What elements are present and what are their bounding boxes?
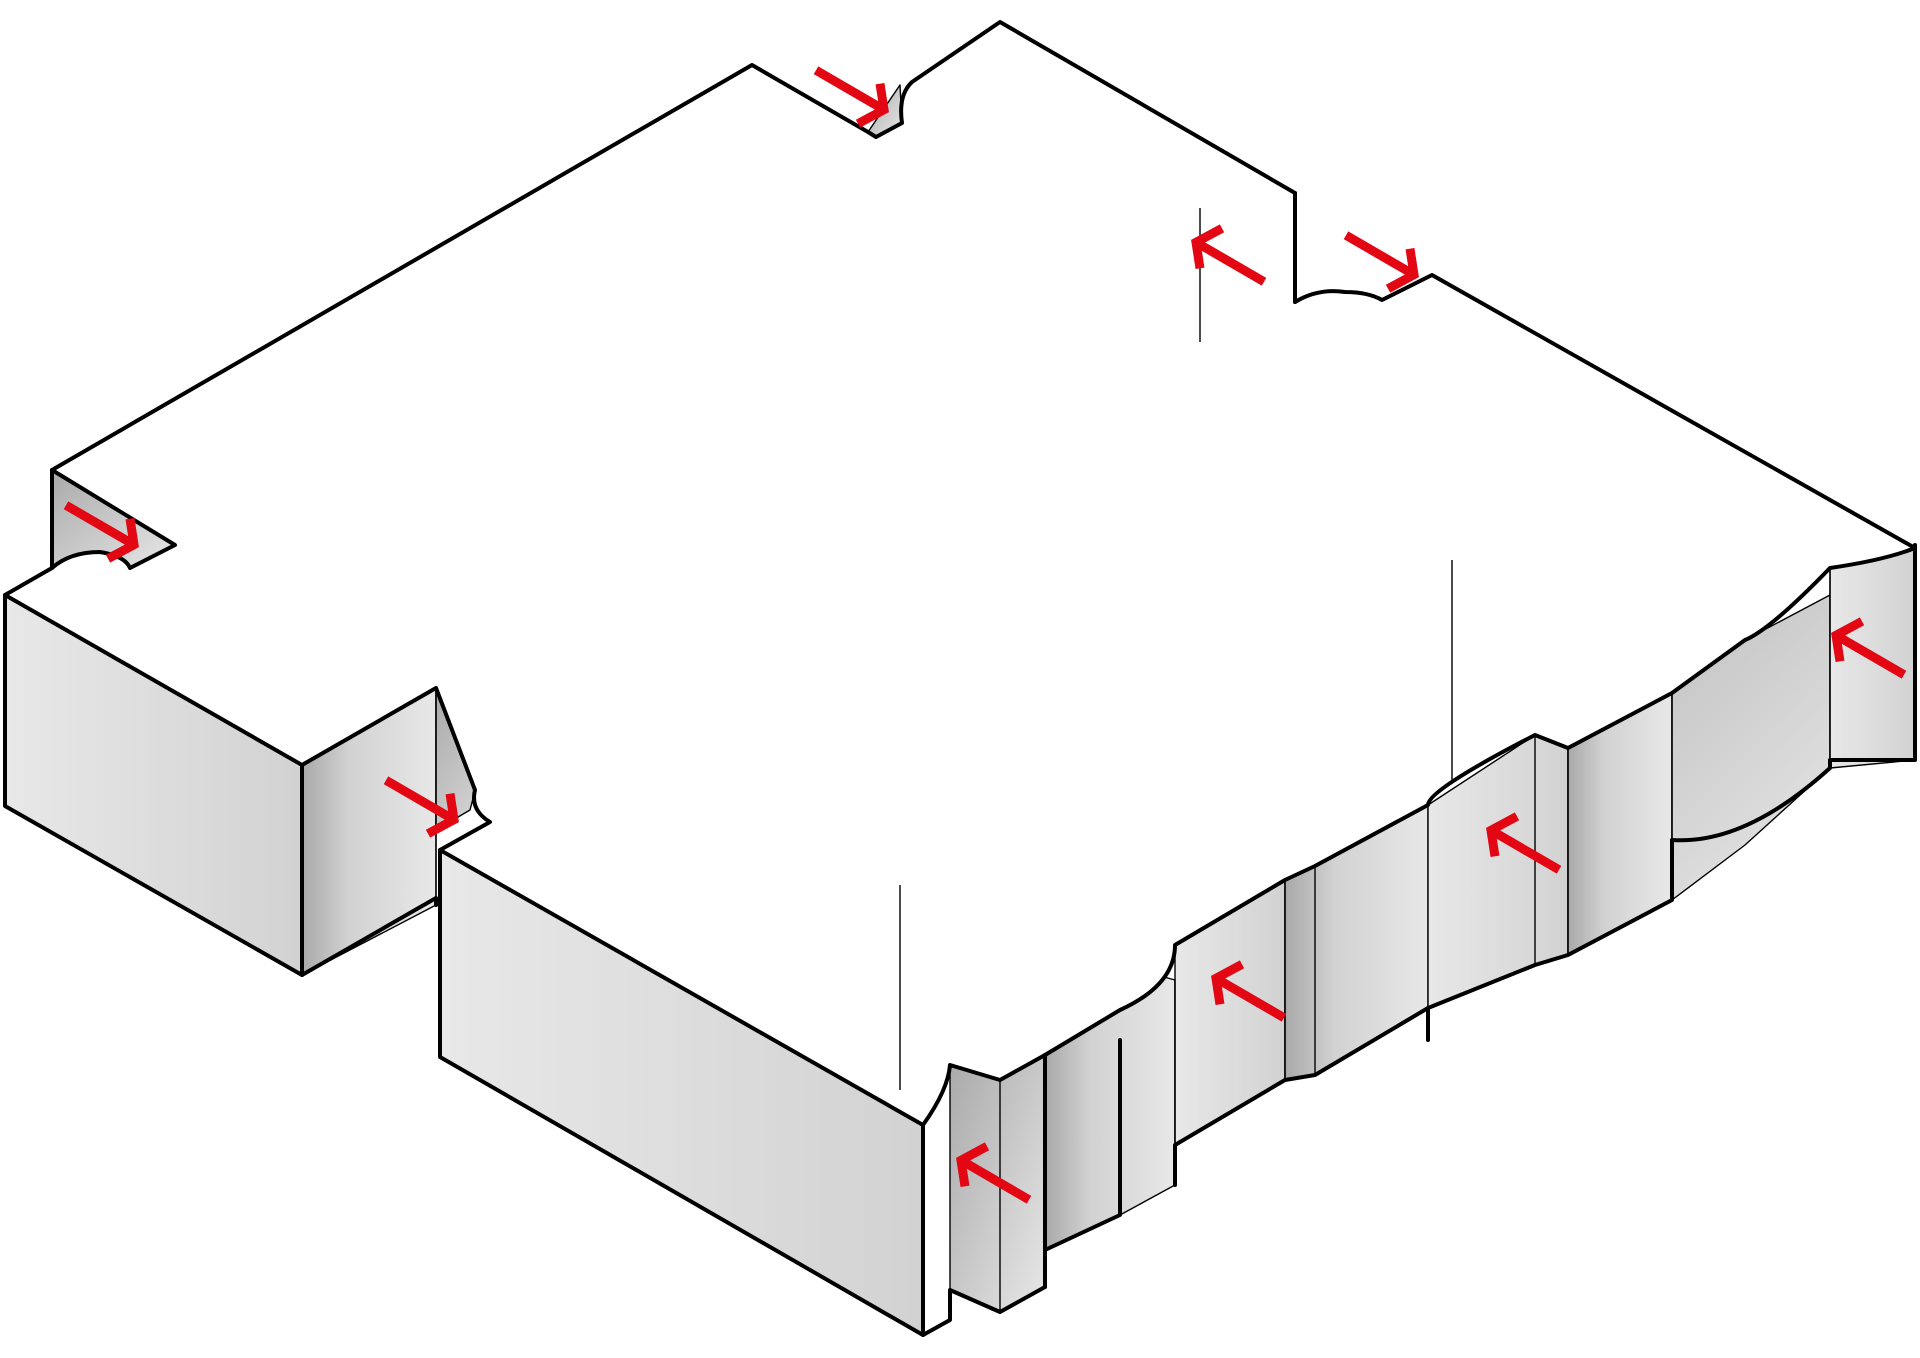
arrow-bottom-tab-3-icon bbox=[1486, 812, 1562, 874]
arrow-top-notch-icon bbox=[813, 66, 889, 128]
arrow-right-notch-outer-icon bbox=[1343, 231, 1419, 293]
arrow-left-notch-lower-icon bbox=[383, 776, 459, 838]
arrow-right-tab-icon bbox=[1831, 617, 1907, 679]
arrow-bottom-tab-1-icon bbox=[956, 1142, 1032, 1204]
arrow-bottom-tab-2-icon bbox=[1211, 960, 1287, 1022]
arrow-right-notch-inner-icon bbox=[1191, 224, 1267, 286]
direction-arrows bbox=[63, 66, 1907, 1204]
tile-inner-edges bbox=[435, 208, 1831, 1312]
tile-top-face bbox=[3, 20, 1917, 1127]
arrow-left-notch-upper-icon bbox=[63, 501, 139, 563]
